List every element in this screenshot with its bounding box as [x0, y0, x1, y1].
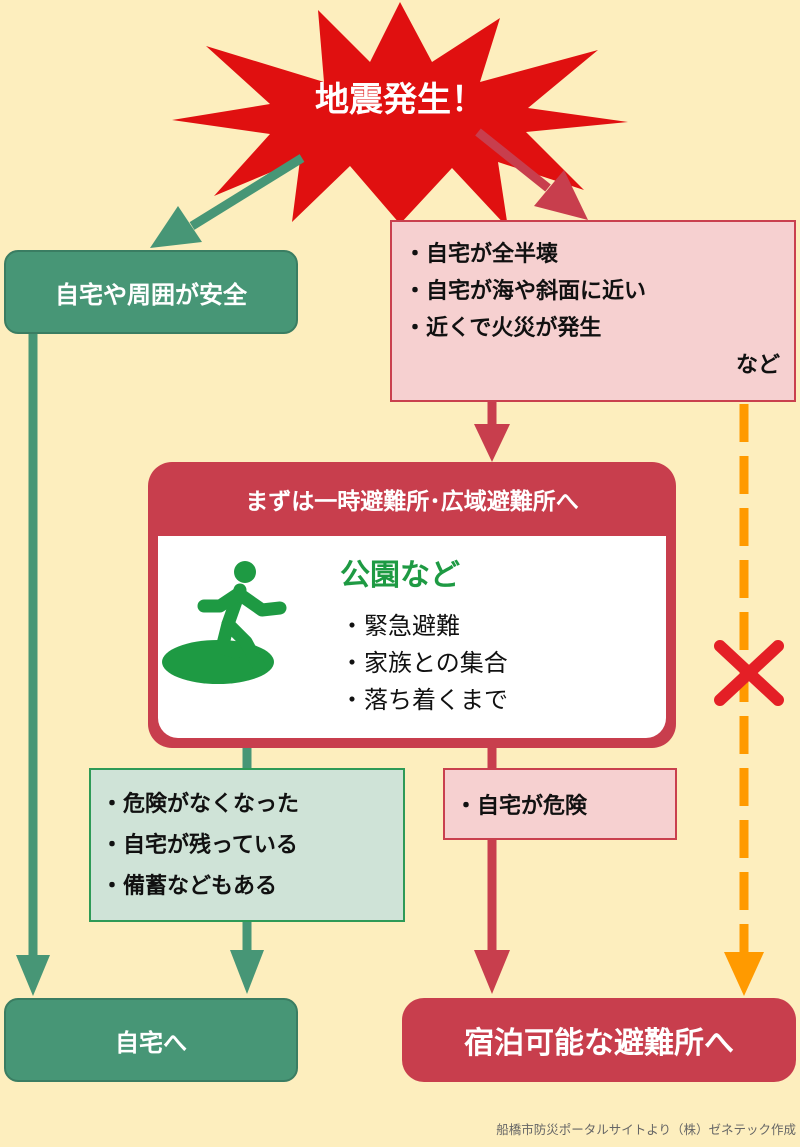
temp-shelter-item: ・緊急避難	[340, 612, 460, 640]
temp-shelter-content: 公園など ・緊急避難 ・家族との集合 ・落ち着くまで	[158, 536, 666, 738]
danger-condition-item: ・近くで火災が発生	[404, 316, 602, 341]
arrow-return-head	[230, 950, 264, 994]
home-box: 自宅へ	[4, 998, 298, 1082]
danger-conditions-box: ・自宅が全半壊 ・自宅が海や斜面に近い ・近くで火災が発生 など	[390, 220, 796, 402]
danger-condition-item: ・自宅が海や斜面に近い	[404, 279, 647, 304]
return-condition-item: ・危険がなくなった	[101, 792, 300, 817]
arrow-shelter-head	[474, 950, 510, 994]
temp-shelter-header: まずは一時避難所･広域避難所へ	[245, 489, 579, 515]
arrow-temp-head	[474, 424, 510, 462]
arrow-safe-home-head	[16, 955, 50, 996]
danger-home-label: ・自宅が危険	[455, 794, 588, 819]
return-condition-item: ・自宅が残っている	[101, 833, 298, 858]
diagram-title: 地震発生！	[315, 80, 485, 120]
temp-shelter-subtitle: 公園など	[340, 558, 460, 593]
temp-shelter-item: ・落ち着くまで	[340, 686, 508, 714]
overnight-shelter-box: 宿泊可能な避難所へ	[402, 998, 796, 1082]
temp-shelter-item: ・家族との集合	[340, 649, 508, 677]
arrow-safe-head	[150, 206, 202, 248]
arrow-danger-line	[475, 128, 551, 192]
danger-home-box: ・自宅が危険	[443, 768, 677, 840]
temp-shelter-box: まずは一時避難所･広域避難所へ 公園など ・緊急避難 ・家族との集合 ・落ち着く…	[148, 462, 676, 748]
return-conditions-box: ・危険がなくなった ・自宅が残っている ・備蓄などもある	[89, 768, 405, 922]
danger-condition-item: ・自宅が全半壊	[404, 242, 559, 267]
dashed-shelter-head	[724, 952, 764, 996]
arrow-safe-line	[189, 154, 305, 230]
danger-conditions-suffix: など	[735, 353, 780, 378]
return-condition-item: ・備蓄などもある	[101, 874, 278, 899]
cross-mark-icon	[714, 640, 784, 706]
arrow-danger-head	[534, 170, 588, 220]
explosion-burst-icon	[172, 2, 628, 228]
temp-shelter-list: ・緊急避難 ・家族との集合 ・落ち着くまで	[340, 608, 508, 719]
source-credit: 船橋市防災ポータルサイトより（株）ゼネテック作成	[496, 1122, 796, 1137]
safe-box: 自宅や周囲が安全	[4, 250, 298, 334]
running-person-icon	[162, 561, 287, 684]
